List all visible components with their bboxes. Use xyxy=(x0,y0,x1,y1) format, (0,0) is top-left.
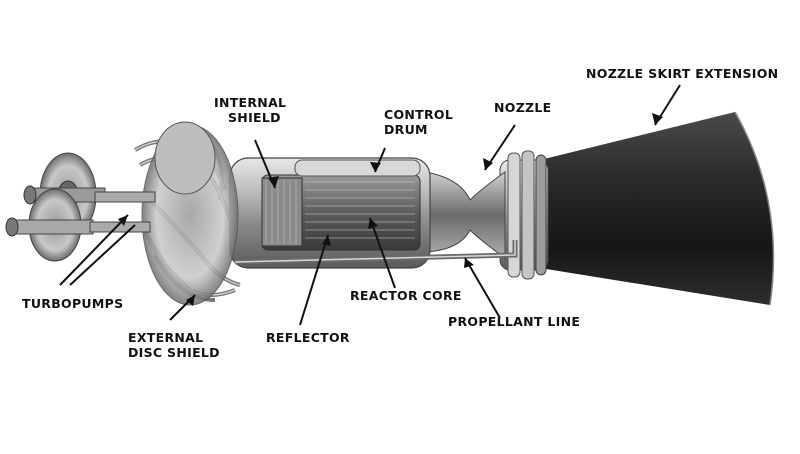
label-reactor-core: REACTOR CORE xyxy=(350,288,462,303)
label-reflector: REFLECTOR xyxy=(266,330,350,345)
label-nozzle-skirt-extension: NOZZLE SKIRT EXTENSION xyxy=(586,66,779,81)
leader-lines xyxy=(59,84,681,326)
label-external-disc-shield: EXTERNAL DISC SHIELD xyxy=(128,330,220,360)
label-internal-shield: INTERNAL SHIELD xyxy=(214,95,287,125)
nozzle-skirt-shape xyxy=(540,112,774,305)
label-control-drum: CONTROL DRUM xyxy=(384,107,454,137)
reactor-core-detail xyxy=(261,174,421,251)
nozzle-rings xyxy=(499,150,549,280)
label-nozzle: NOZZLE xyxy=(494,100,552,115)
control-drum-shape xyxy=(294,159,421,177)
turbopump-discs xyxy=(5,152,156,262)
nozzle-throat xyxy=(424,171,506,259)
label-turbopumps: TURBOPUMPS xyxy=(22,296,124,311)
label-propellant-line: PROPELLANT LINE xyxy=(448,314,581,329)
